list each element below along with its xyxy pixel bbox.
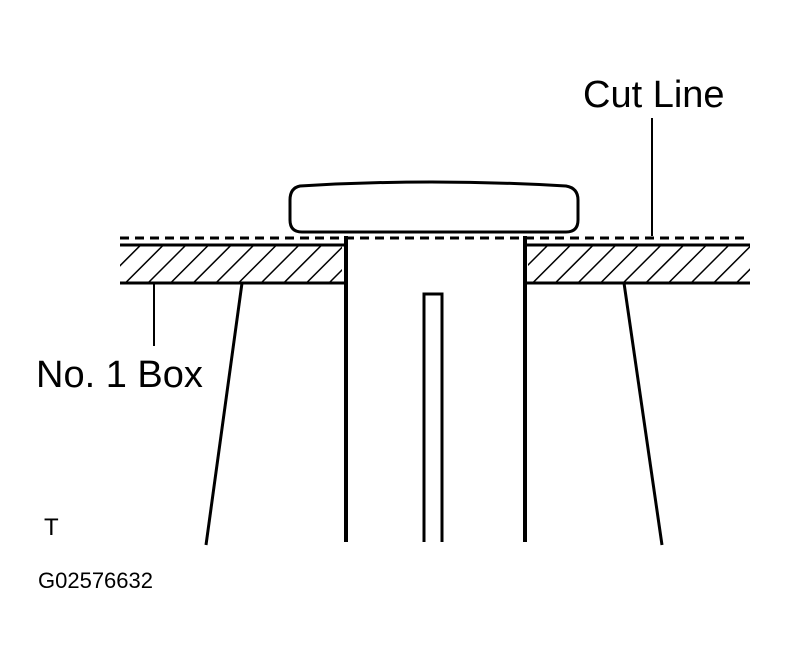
box-panel-left [120, 246, 342, 282]
support-wall-right [622, 282, 664, 546]
corner-mark-label: T [44, 514, 59, 541]
cut-line-label: Cut Line [583, 74, 725, 116]
box-label: No. 1 Box [36, 354, 203, 396]
shaft-slot [422, 292, 444, 542]
box-panel-right [528, 246, 750, 282]
fastener-cap [288, 180, 580, 234]
figure-code-label: G02576632 [38, 568, 153, 593]
support-wall-left [204, 282, 244, 546]
